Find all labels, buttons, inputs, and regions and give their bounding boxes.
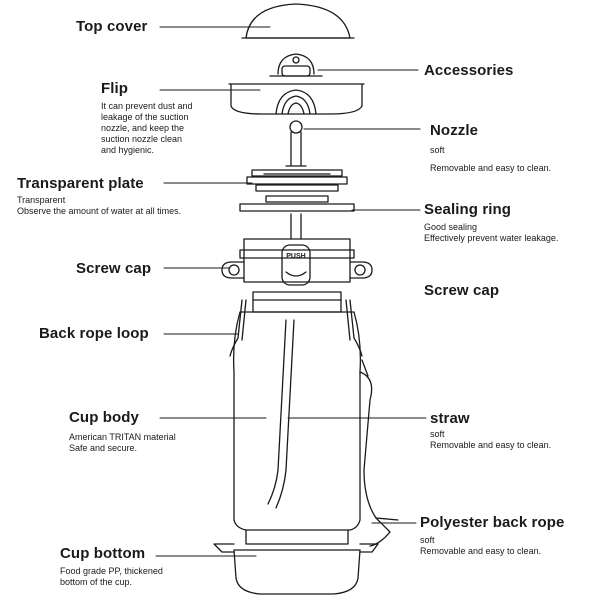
nozzle-desc-line: Removable and easy to clean. [430,163,552,173]
flip-part [228,83,365,115]
cup-body-desc-line: American TRITAN material [69,432,176,442]
polyester-back-rope-desc-line: soft [420,535,435,545]
sealing-ring-desc-line: Effectively prevent water leakage. [424,233,559,243]
cup-body-description: American TRITAN material Safe and secure… [69,432,176,454]
label-back-rope-loop: Back rope loop [39,325,149,342]
screw-cap-right-title: Screw cap [424,282,500,299]
label-flip: Flip It can prevent dust and leakage of … [101,80,193,156]
straw-description: soft Removable and easy to clean. [430,429,551,451]
transparent-plate-title: Transparent plate [17,175,144,192]
nozzle-description: soft Removable and easy to clean. [430,145,551,174]
straw-part [267,319,295,509]
screw-cap-left-title: Screw cap [76,260,152,277]
flip-title: Flip [101,80,129,97]
flip-description: It can prevent dust and leakage of the s… [101,101,193,156]
polyester-back-rope-part [359,359,399,547]
accessories-part [269,53,323,77]
polyester-back-rope-title: Polyester back rope [420,514,565,531]
label-polyester-back-rope: Polyester back rope soft Removable and e… [420,514,564,557]
flip-desc-line: nozzle, and keep the [101,123,185,133]
leader-lines [155,26,427,557]
transparent-plate-desc-line: Observe the amount of water at all times… [17,206,182,216]
polyester-back-rope-description: soft Removable and easy to clean. [420,535,564,557]
screw-cap-part [221,213,373,286]
cup-bottom-description: Food grade PP, thickened bottom of the c… [60,566,163,588]
transparent-plate-part [246,169,348,192]
polyester-back-rope-desc-line: Removable and easy to clean. [420,546,542,556]
transparent-plate-desc-line: Transparent [17,195,66,205]
sealing-ring-part [239,195,355,212]
label-straw: straw soft Removable and easy to clean. [430,410,551,451]
flip-desc-line: suction nozzle clean [101,134,183,144]
sealing-ring-title: Sealing ring [424,201,512,218]
back-rope-loop-title: Back rope loop [39,325,149,342]
nozzle-part [285,120,307,167]
label-cup-body: Cup body American TRITAN material Safe a… [69,409,176,454]
sealing-ring-description: Good sealing Effectively prevent water l… [424,222,558,244]
top-cover-part [241,3,355,39]
cup-body-title: Cup body [69,409,139,426]
cup-bottom-desc-line: Food grade PP, thickened [60,566,163,576]
top-cover-title: Top cover [76,18,148,35]
transparent-plate-description: Transparent Observe the amount of water … [17,195,181,217]
nozzle-desc-line: soft [430,145,445,155]
flip-desc-line: leakage of the suction [101,112,189,122]
label-screw-cap-left: Screw cap [76,260,151,277]
straw-desc-line: soft [430,429,445,439]
cup-bottom-part [213,543,379,595]
label-transparent-plate: Transparent plate Transparent Observe th… [17,175,181,217]
cup-bottom-title: Cup bottom [60,545,146,562]
back-rope-loop-part [229,299,363,357]
label-sealing-ring: Sealing ring Good sealing Effectively pr… [424,201,558,244]
label-cup-bottom: Cup bottom Food grade PP, thickened bott… [60,545,163,588]
straw-desc-line: Removable and easy to clean. [430,440,552,450]
cup-bottom-desc-line: bottom of the cup. [60,577,133,587]
label-accessories: Accessories [424,62,514,79]
label-top-cover: Top cover [76,18,147,35]
straw-title: straw [430,410,470,427]
flip-desc-line: and hygienic. [101,145,155,155]
sealing-ring-desc-line: Good sealing [424,222,478,232]
flip-desc-line: It can prevent dust and [101,101,193,111]
nozzle-title: Nozzle [430,122,479,139]
accessories-title: Accessories [424,62,514,79]
push-button-text: PUSH [286,253,305,260]
cup-body-desc-line: Safe and secure. [69,443,138,453]
label-screw-cap-right: Screw cap [424,282,499,299]
label-nozzle: Nozzle soft Removable and easy to clean. [430,122,551,174]
cup-body-part [232,291,362,545]
